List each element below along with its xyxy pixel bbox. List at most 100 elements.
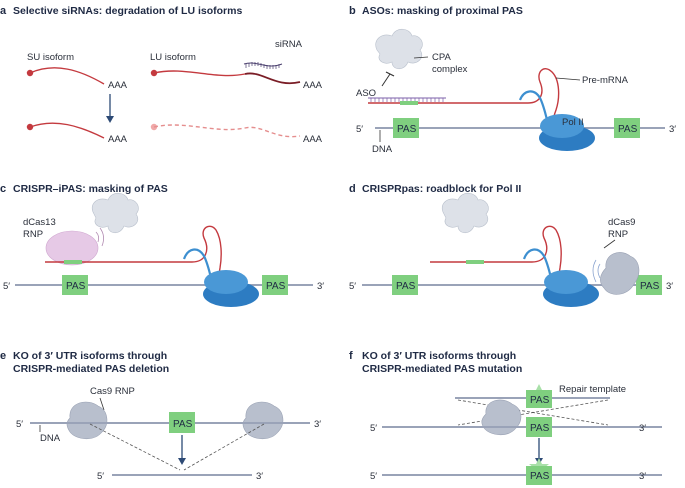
- pol-ii-label: Pol II: [562, 117, 584, 128]
- pol-ii-icon: [539, 114, 595, 151]
- sirna-label: siRNA: [275, 39, 303, 50]
- dcas13-label-1: dCas13: [23, 217, 56, 228]
- panel-e: e KO of 3′ UTR isoforms through CRISPR-m…: [0, 350, 321, 482]
- pas-box: [526, 417, 552, 437]
- panel-c: c CRISPR–iPAS: masking of PAS dCas13 RNP…: [0, 183, 324, 307]
- dcas13-rnp-icon: [45, 230, 99, 266]
- pas-label: PAS: [618, 124, 638, 135]
- dna-label: DNA: [372, 144, 393, 155]
- cas9-rnp-icon: [242, 401, 284, 440]
- cas9-rnp-icon: [481, 399, 522, 436]
- pol-ii-icon: [543, 270, 599, 307]
- su-isoform-rna: [29, 122, 105, 139]
- panel-f-title-1: KO of 3′ UTR isoforms through: [362, 350, 516, 362]
- three-prime: 3′: [317, 281, 324, 292]
- dcas9-label-1: dCas9: [608, 217, 635, 228]
- three-prime: 3′: [666, 281, 673, 292]
- pas-label: PAS: [66, 281, 86, 292]
- dcas9-label-2: RNP: [608, 229, 628, 240]
- pas-label: PAS: [530, 471, 550, 482]
- pas-box: [62, 275, 88, 295]
- signal-icon: [99, 227, 104, 247]
- pas-label: PAS: [530, 395, 550, 406]
- pol-ii-icon: [203, 270, 259, 307]
- lu-isoform-label: LU isoform: [150, 52, 196, 63]
- pas-label: PAS: [530, 423, 550, 434]
- panel-e-letter: e: [0, 350, 6, 362]
- panel-e-title-2: CRISPR-mediated PAS deletion: [13, 363, 169, 375]
- panel-a-title: Selective siRNAs: degradation of LU isof…: [13, 5, 242, 17]
- pas-label: PAS: [396, 281, 416, 292]
- three-prime: 3′: [639, 471, 646, 482]
- cpa-complex-icon: [375, 28, 423, 70]
- panel-d-letter: d: [349, 183, 356, 195]
- panel-e-title-1: KO of 3′ UTR isoforms through: [13, 350, 167, 362]
- lu-isoform-rna: [153, 70, 246, 77]
- pas-box: [393, 118, 419, 138]
- panel-c-title: CRISPR–iPAS: masking of PAS: [13, 183, 168, 195]
- cpa-complex-icon: [91, 192, 139, 234]
- panel-f: f KO of 3′ UTR isoforms through CRISPR-m…: [349, 350, 662, 485]
- five-prime: 5′: [370, 423, 377, 434]
- su-polya-bottom: AAA: [108, 134, 128, 145]
- lu-polya-bottom: AAA: [303, 134, 323, 145]
- cas9-rnp-icon: [66, 401, 108, 440]
- cpa-label-1: CPA: [432, 52, 451, 63]
- inhibit-line-icon: [381, 73, 391, 87]
- panel-b-title: ASOs: masking of proximal PAS: [362, 5, 523, 17]
- five-prime: 5′: [3, 281, 10, 292]
- pas-box: [262, 275, 288, 295]
- degraded-lu-rna: [153, 124, 301, 138]
- pas-box: [614, 118, 640, 138]
- panel-f-title-2: CRISPR-mediated PAS mutation: [362, 363, 522, 375]
- panel-d-title: CRISPRpas: roadblock for Pol II: [362, 183, 521, 195]
- dna-label: DNA: [40, 433, 61, 444]
- panel-d: d CRISPRpas: roadblock for Pol II dCas9 …: [349, 183, 673, 307]
- aso-label: ASO: [356, 88, 376, 99]
- pas-label: PAS: [173, 419, 193, 430]
- panel-a: a Selective siRNAs: degradation of LU is…: [0, 5, 323, 145]
- pas-box: [636, 275, 662, 295]
- pas-box: [392, 275, 418, 295]
- five-prime: 5′: [16, 419, 23, 430]
- lu-3utr-extension: [244, 72, 301, 85]
- cpa-complex-icon: [441, 192, 489, 234]
- signal-icon: [597, 263, 601, 279]
- five-prime: 5′: [349, 281, 356, 292]
- panel-a-letter: a: [0, 5, 7, 17]
- deletion-guide-line: [183, 423, 265, 471]
- three-prime: 3′: [639, 423, 646, 434]
- panel-b-letter: b: [349, 5, 356, 17]
- cas9-rnp-label: Cas9 RNP: [90, 386, 135, 397]
- pas-rna-segment: [64, 260, 82, 264]
- premrna-strand: [430, 225, 563, 293]
- panel-b: b ASOs: masking of proximal PAS CPA comp…: [349, 5, 676, 155]
- five-prime: 5′: [97, 471, 104, 482]
- three-prime: 3′: [669, 124, 676, 135]
- repair-template-label: Repair template: [559, 384, 626, 395]
- lu-polya: AAA: [303, 80, 323, 91]
- pas-rna-segment: [466, 260, 484, 264]
- dcas13-label-2: RNP: [23, 229, 43, 240]
- pas-box: [526, 390, 552, 408]
- pas-box: [169, 412, 195, 433]
- arrowhead-icon: [178, 458, 186, 465]
- dcas9-leader-line: [603, 239, 616, 249]
- cpa-leader-line: [413, 56, 429, 59]
- premrna-leader-line: [555, 77, 581, 81]
- su-isoform-label: SU isoform: [27, 52, 74, 63]
- dcas9-rnp-icon: [600, 252, 640, 295]
- signal-icon: [592, 259, 597, 283]
- panel-f-letter: f: [349, 350, 353, 362]
- five-prime: 5′: [356, 124, 363, 135]
- pas-label: PAS: [266, 281, 286, 292]
- cas9-leader-line: [99, 397, 105, 411]
- rna-linker: [518, 90, 550, 125]
- pas-rna-segment: [400, 101, 418, 105]
- pas-label: PAS: [640, 281, 660, 292]
- three-prime: 3′: [314, 419, 321, 430]
- su-isoform-rna: [29, 67, 105, 85]
- pas-box: [526, 466, 552, 485]
- cpa-label-2: complex: [432, 64, 468, 75]
